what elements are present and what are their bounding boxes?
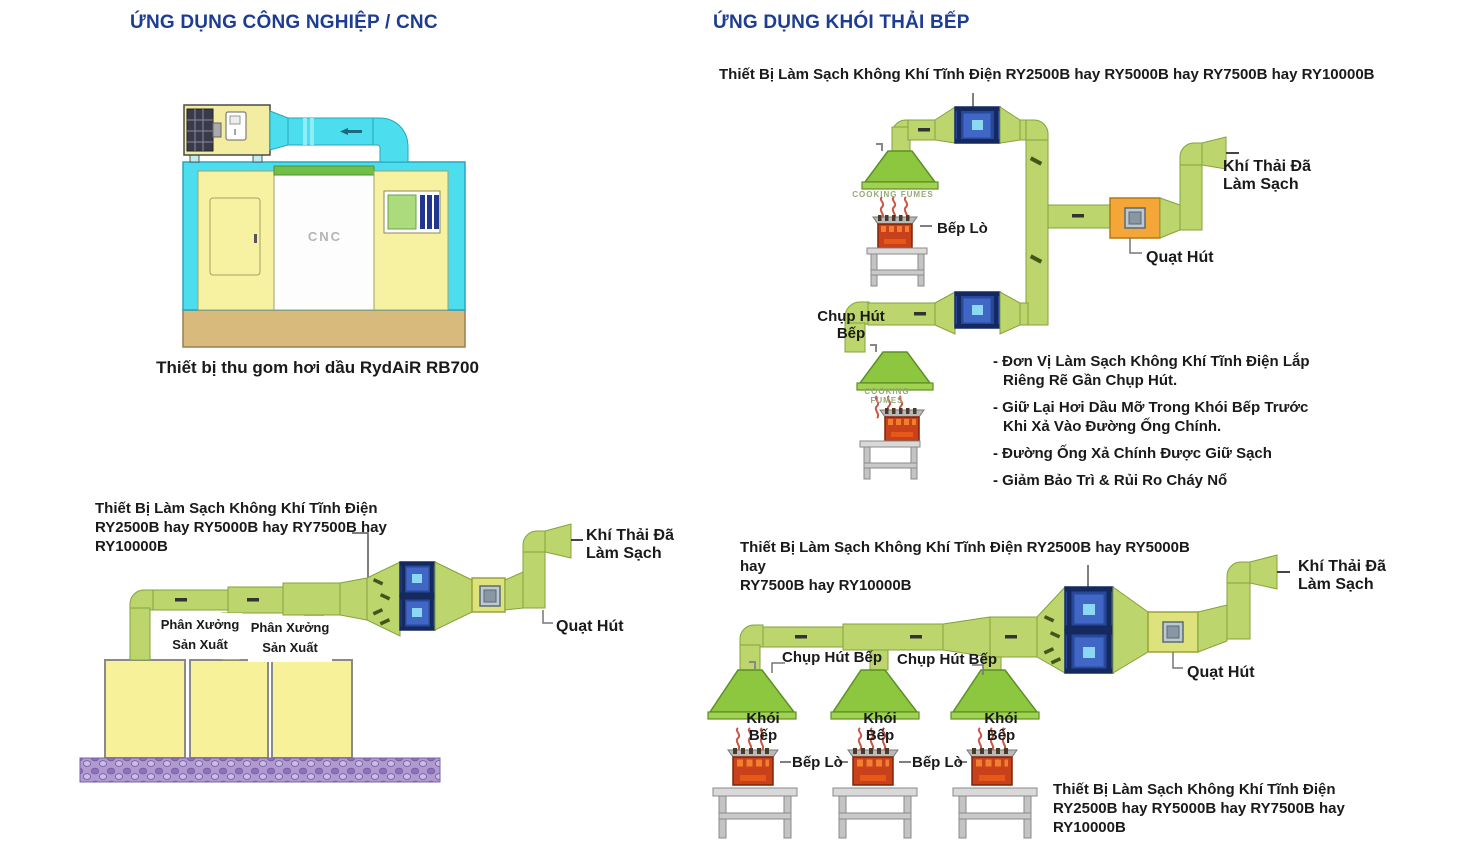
hood-label: Chụp Hút Bếp bbox=[782, 649, 882, 666]
cnc-caption: Thiết bị thu gom hơi dầu RydAiR RB700 bbox=[156, 358, 479, 377]
exhaust-outlet bbox=[1201, 136, 1227, 170]
exhaust-outlet bbox=[1249, 554, 1278, 590]
pointer-line bbox=[542, 610, 553, 624]
fan-label: Quạt Hút bbox=[1187, 664, 1255, 681]
kitchen-exhaust-diagram-bottom bbox=[707, 554, 1290, 839]
duct-elbow bbox=[372, 117, 409, 163]
exhaust-label: Khí Thải Đã Làm Sạch bbox=[586, 527, 675, 562]
exhaust-label: Khí Thải Đã Làm Sạch bbox=[1223, 158, 1312, 193]
bullet-item: - Giảm Bảo Trì & Rủi Ro Cháy Nổ bbox=[993, 472, 1228, 489]
kitchen-exhaust-diagram-top bbox=[844, 93, 1239, 480]
bullet-item: - Đường Ống Xả Chính Được Giữ Sạch bbox=[993, 445, 1272, 462]
kitchen2-equipment-label: Thiết Bị Làm Sạch Không Khí Tĩnh Điện RY… bbox=[740, 539, 1190, 594]
hood-riser bbox=[891, 126, 911, 154]
pointer-line bbox=[1129, 238, 1142, 254]
duct-network bbox=[739, 554, 1290, 674]
ground bbox=[79, 757, 441, 783]
exhaust-fan bbox=[471, 577, 506, 613]
pointer-line bbox=[1172, 652, 1183, 669]
stove-label: Bếp Lò bbox=[912, 754, 963, 771]
section-title-industrial: ỨNG DỤNG CÔNG NGHIỆP / CNC bbox=[130, 12, 438, 33]
cooking-fumes-label: COOKING FUMES bbox=[852, 190, 934, 199]
stove-label: Bếp Lò bbox=[792, 754, 843, 771]
workshop-label: Phân Xưởng Sản Xuất bbox=[248, 616, 332, 662]
hood-label: Chụp Hút Bếp bbox=[817, 308, 885, 342]
exhaust-fan bbox=[1109, 197, 1161, 239]
esp-outlet bbox=[434, 561, 473, 631]
cooking-fumes-label: COOKING FUMES bbox=[864, 387, 910, 405]
bullet-item: - Giữ Lại Hơi Dầu Mỡ Trong Khói Bếp Trướ… bbox=[993, 399, 1309, 435]
exhaust-fan bbox=[1147, 611, 1199, 653]
cnc-machine bbox=[182, 161, 466, 348]
factory-diagram bbox=[79, 523, 583, 783]
flow-arrow bbox=[340, 128, 348, 135]
hood-label: Chụp Hút Bếp bbox=[897, 651, 997, 668]
factory-equipment-label: Thiết Bị Làm Sạch Không Khí Tĩnh Điện RY… bbox=[95, 500, 387, 555]
panel-door bbox=[209, 197, 261, 276]
pointer-line bbox=[771, 662, 785, 673]
mist-collector-unit bbox=[183, 104, 271, 163]
section-title-kitchen: ỨNG DỤNG KHÓI THẢI BẾP bbox=[713, 12, 970, 33]
esp-inlet bbox=[366, 561, 401, 637]
pointer-line bbox=[352, 532, 369, 578]
smoke-label: Khói Bếp bbox=[984, 710, 1018, 744]
kitchen2-equipment-label-bottom: Thiết Bị Làm Sạch Không Khí Tĩnh Điện RY… bbox=[1053, 781, 1345, 836]
filter-grid bbox=[186, 108, 214, 152]
pointer-line bbox=[972, 664, 984, 675]
hood-riser bbox=[844, 322, 866, 353]
smoke-label: Khói Bếp bbox=[863, 710, 897, 744]
cnc-label: CNC bbox=[307, 229, 343, 244]
machine-base bbox=[182, 309, 466, 348]
esp-outlet bbox=[1112, 586, 1149, 674]
workshop-label: Phân Xưởng Sản Xuất bbox=[158, 613, 242, 659]
green-strip bbox=[273, 165, 375, 176]
cnc-machine-illustration bbox=[182, 104, 466, 348]
exhaust-label: Khí Thải Đã Làm Sạch bbox=[1298, 558, 1387, 593]
fan-label: Quạt Hút bbox=[556, 618, 624, 635]
smoke-label: Khói Bếp bbox=[746, 710, 780, 744]
hood-riser bbox=[739, 644, 761, 671]
door-handle bbox=[254, 234, 257, 243]
center-door bbox=[273, 174, 375, 311]
duct-network bbox=[844, 106, 1239, 353]
building-riser bbox=[129, 607, 151, 661]
benefit-bullets: - Đơn Vị Làm Sạch Không Khí Tĩnh Điện Lắ… bbox=[993, 352, 1338, 498]
left-panel bbox=[197, 170, 275, 311]
bullet-item: - Đơn Vị Làm Sạch Không Khí Tĩnh Điện Lắ… bbox=[993, 353, 1310, 389]
stove-label: Bếp Lò bbox=[937, 220, 988, 237]
kitchen-subtitle: Thiết Bị Làm Sạch Không Khí Tĩnh Điện RY… bbox=[719, 66, 1375, 83]
exhaust-outlet bbox=[544, 523, 572, 559]
cyan-duct bbox=[269, 110, 409, 163]
window-pane bbox=[387, 194, 417, 230]
fan-label: Quạt Hút bbox=[1146, 249, 1214, 266]
factory-buildings bbox=[79, 659, 441, 783]
